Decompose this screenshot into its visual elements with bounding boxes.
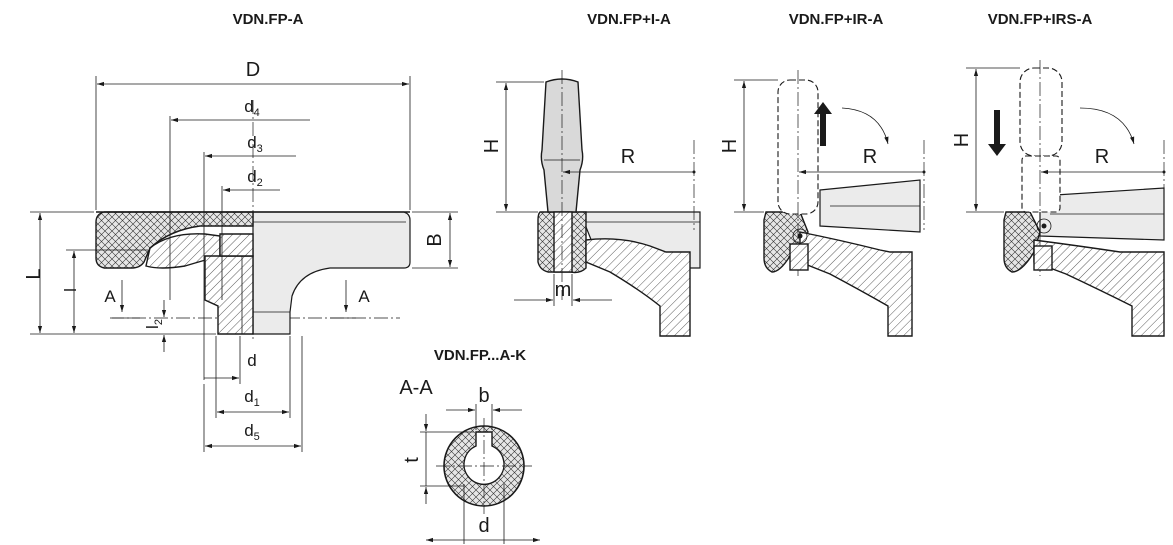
- title-vdn-fp-i-a: VDN.FP+I-A: [587, 11, 671, 28]
- dim-d5: d5: [244, 421, 260, 443]
- dim-d4: d4: [244, 97, 260, 119]
- section-label-a-a: A-A: [399, 377, 433, 399]
- title-vdn-fp-ir-a: VDN.FP+IR-A: [789, 11, 884, 28]
- title-vdn-fp-a-k: VDN.FP...A-K: [434, 347, 526, 364]
- dim-m: m: [555, 279, 572, 301]
- dim-bore-d: d: [478, 515, 489, 537]
- dim-D: D: [246, 59, 260, 81]
- dim-d2: d2: [247, 167, 263, 189]
- section-marker-a-right: A: [358, 287, 370, 306]
- section-a-a: A-A b t d: [399, 377, 540, 544]
- dim-L: L: [23, 268, 45, 279]
- dim-t: t: [401, 457, 423, 463]
- dim-d3: d3: [247, 133, 263, 155]
- dim-H-revolving: H: [719, 139, 741, 153]
- dim-l: l: [61, 288, 80, 292]
- main-view: D d4 d3 d2 L l B A A: [23, 59, 458, 452]
- dim-R-fixed: R: [621, 146, 635, 168]
- view-retractable-handle: H R: [951, 60, 1166, 337]
- title-vdn-fp-irs-a: VDN.FP+IRS-A: [988, 11, 1093, 28]
- view-revolving-handle: H R: [719, 70, 926, 337]
- dim-H-retractable: H: [951, 133, 973, 147]
- dim-R-revolving: R: [863, 146, 877, 168]
- dim-d: d: [247, 351, 256, 370]
- dim-b: b: [478, 385, 489, 407]
- dim-H-fixed: H: [481, 139, 503, 153]
- view-fixed-handle: H R m: [481, 70, 701, 337]
- dim-B: B: [424, 233, 446, 246]
- dim-l2: l2: [143, 319, 165, 329]
- dim-d1: d1: [244, 387, 260, 409]
- dim-R-retractable: R: [1095, 146, 1109, 168]
- section-marker-a-left: A: [104, 287, 116, 306]
- title-vdn-fp-a: VDN.FP-A: [233, 11, 304, 28]
